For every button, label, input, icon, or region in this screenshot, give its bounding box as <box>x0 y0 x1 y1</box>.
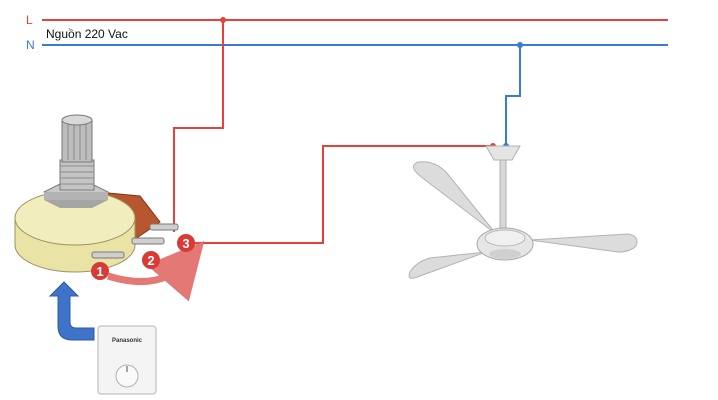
switch-knob <box>115 364 139 388</box>
pot-wire-to-fan <box>192 145 493 244</box>
ceiling-fan <box>408 145 638 279</box>
fan-canopy <box>485 145 521 161</box>
switch-brand-label: Panasonic <box>112 338 143 344</box>
terminal-number-1: 1 <box>96 264 103 279</box>
neutral-label: N <box>26 38 35 52</box>
pot-pin-3 <box>149 223 179 231</box>
pot-pin-2 <box>131 237 165 245</box>
terminal-badge-3: 3 <box>177 234 195 252</box>
fan-blade-2 <box>408 251 487 279</box>
live-wire-to-pot <box>173 20 224 232</box>
neutral-wire-to-fan <box>505 45 521 146</box>
fan-blade-3 <box>529 233 638 253</box>
pot-shaft <box>61 119 93 163</box>
equivalence-arrow <box>48 281 95 341</box>
live-label: L <box>26 13 33 27</box>
terminal-number-3: 3 <box>182 236 189 251</box>
fan-speed-switch: Panasonic <box>97 325 157 395</box>
terminal-badge-1: 1 <box>91 262 109 280</box>
pot-pin-1 <box>91 251 125 259</box>
pot-bushing <box>59 159 95 191</box>
rotation-arrow <box>106 240 205 302</box>
terminal-number-2: 2 <box>147 253 154 268</box>
terminal-badge-2: 2 <box>142 251 160 269</box>
potentiometer <box>14 114 179 273</box>
fan-downrod <box>499 159 507 231</box>
source-label: Nguồn 220 Vac <box>46 27 128 41</box>
fan-blade-1 <box>413 161 497 235</box>
